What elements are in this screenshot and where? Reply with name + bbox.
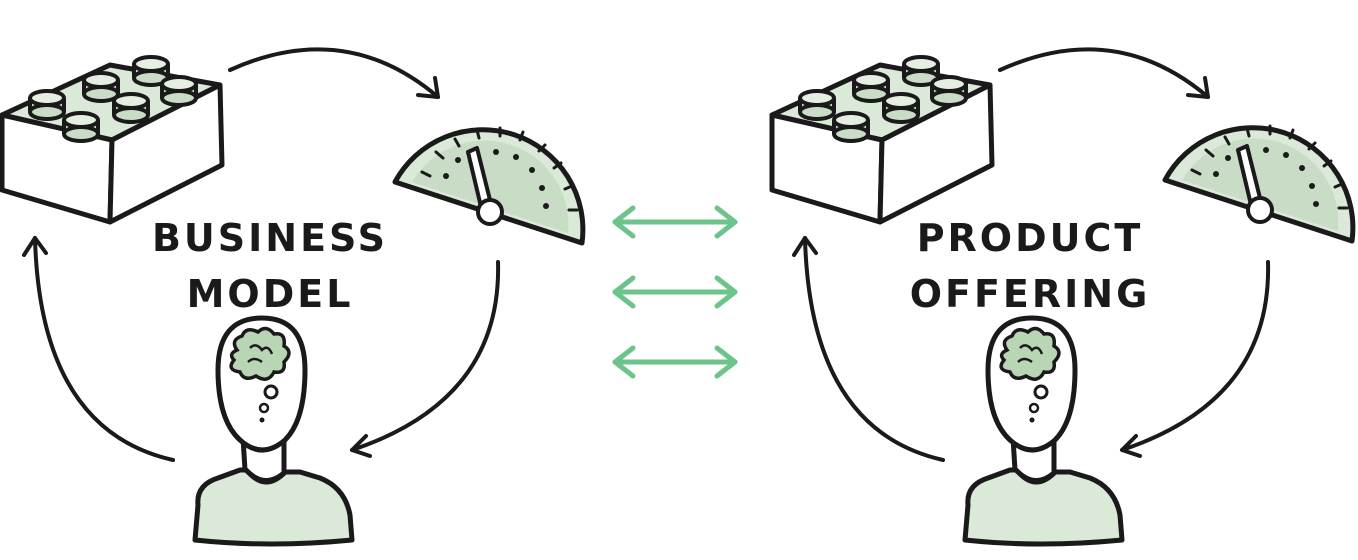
double-arrow-icon <box>615 208 735 236</box>
product-offering-label: PRODUCT OFFERING <box>905 210 1155 322</box>
gauge-meter-icon <box>395 128 583 243</box>
connector-arrows <box>615 208 735 376</box>
gauge-meter-icon <box>1165 126 1353 241</box>
double-arrow-icon <box>615 278 735 306</box>
product-offering-line2: OFFERING <box>909 272 1151 316</box>
thinking-person-icon <box>965 318 1122 544</box>
product-offering-line1: PRODUCT <box>916 216 1144 260</box>
business-model-label: BUSINESS MODEL <box>150 210 390 322</box>
lego-brick-icon <box>2 57 222 222</box>
thinking-person-icon <box>195 318 352 544</box>
business-model-line2: MODEL <box>186 272 354 316</box>
double-arrow-icon <box>615 348 735 376</box>
business-model-line1: BUSINESS <box>151 216 389 260</box>
lego-brick-icon <box>772 57 992 222</box>
right-gauge <box>1165 126 1353 241</box>
